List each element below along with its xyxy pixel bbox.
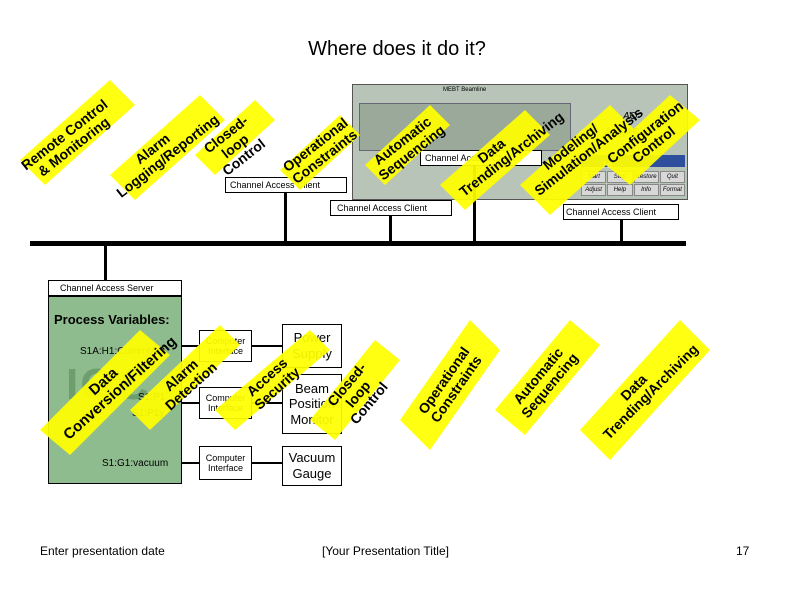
screen-ao-text: AO — [623, 111, 638, 122]
footer-date: Enter presentation date — [40, 544, 165, 558]
diamond-alarm-detection — [130, 325, 240, 430]
screen-button[interactable]: Adjust — [581, 184, 607, 196]
diamond-access-security — [215, 330, 330, 430]
diamond-modeling-top — [520, 105, 640, 215]
diamond-configuration-top — [600, 95, 700, 185]
diamond-data-trending-top — [440, 110, 550, 210]
network-bus — [30, 241, 686, 246]
device-vacuum-gauge: Vacuum Gauge — [282, 446, 342, 486]
screen-button[interactable]: Info — [633, 184, 659, 196]
diamond-operational-bottom — [400, 320, 500, 450]
diamond-remote-control — [20, 80, 135, 185]
screen-button[interactable]: Quit — [659, 171, 685, 183]
screen-button[interactable]: Format — [659, 184, 685, 196]
diamond-closed-loop-top — [195, 100, 275, 175]
footer-title: [Your Presentation Title] — [322, 544, 449, 558]
cac-box-right — [563, 204, 679, 220]
diamond-data-conversion — [40, 330, 170, 455]
slide-title: Where does it do it? — [308, 38, 486, 60]
line-vac-2 — [252, 462, 282, 464]
cac-label-mid: Channel Access Client — [425, 153, 516, 163]
diamond-alarm-logging — [110, 95, 225, 200]
line-ps-1 — [182, 345, 199, 347]
diamond-automatic-top — [365, 105, 450, 185]
screen-button[interactable]: Help — [607, 184, 633, 196]
bus-drop-left — [284, 193, 287, 241]
computer-interface-3: Computer Interface — [199, 446, 252, 480]
line-bpm-1 — [182, 402, 199, 404]
cac-box-left — [225, 177, 347, 193]
diamond-closed-loop-bottom — [310, 340, 400, 440]
cas-label: Channel Access Server — [60, 283, 154, 293]
bus-drop-right — [620, 220, 623, 241]
diamond-operational-top — [280, 115, 360, 190]
bus-drop-mid — [473, 166, 476, 241]
footer-page-number: 17 — [736, 544, 750, 558]
pv-header: Process Variables: — [54, 312, 170, 327]
cac-label-right: Channel Access Client — [566, 207, 657, 217]
diamond-data-trending-bottom — [580, 320, 710, 460]
cac-label-center: Channel Access Client — [337, 203, 428, 213]
diamond-automatic-bottom — [495, 320, 600, 435]
cas-header-box — [48, 280, 182, 296]
bus-drop-center — [389, 216, 392, 241]
bus-drop-ioc — [104, 246, 107, 280]
screen-title-text: MEBT Beamline — [443, 87, 487, 93]
cac-label-left: Channel Access Client — [230, 180, 321, 190]
line-vac-1 — [182, 462, 199, 464]
line-ps-2 — [252, 345, 282, 347]
cac-box-center — [330, 200, 452, 216]
pv-vacuum: S1:G1:vacuum — [102, 458, 169, 469]
